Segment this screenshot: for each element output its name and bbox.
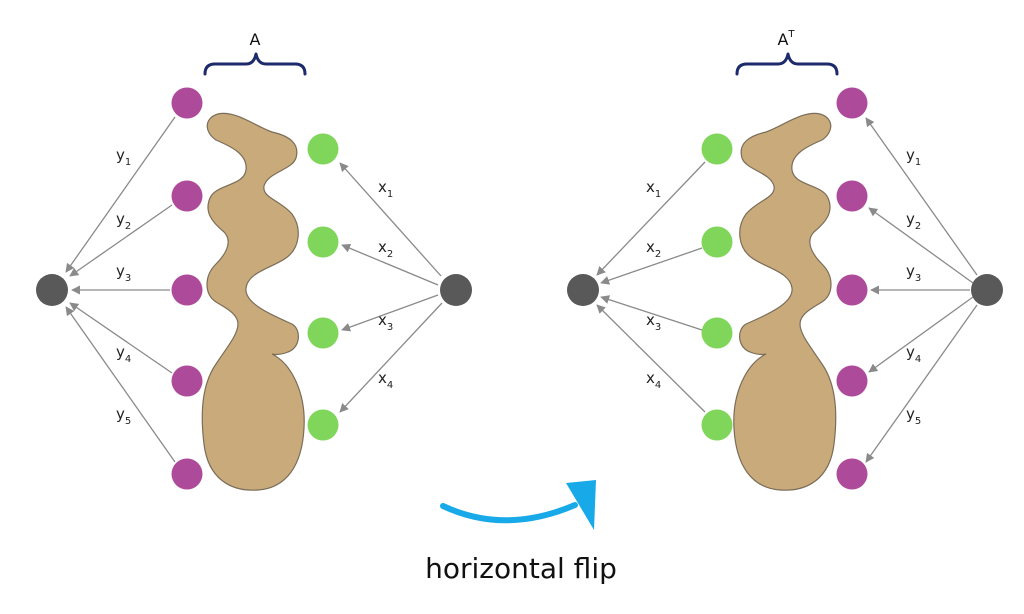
left-input-node-3 (307, 317, 339, 349)
left-input-node-2 (307, 226, 339, 258)
left-sink-node (36, 274, 68, 306)
flip-arrow-head (566, 480, 596, 530)
left-x-label-2: x2 (378, 238, 393, 260)
left-output-node-3 (171, 274, 203, 306)
left-x-label-1: x1 (378, 178, 393, 200)
right-source-node (971, 274, 1003, 306)
right-output-node-3 (836, 274, 868, 306)
right-bracket (735, 52, 839, 76)
right-input-node-4 (701, 409, 733, 441)
right-y-label-3: y3 (906, 262, 921, 284)
right-x-label-1: x1 (646, 178, 661, 200)
right-y-label-1: y1 (906, 146, 921, 168)
left-output-node-2 (171, 180, 203, 212)
right-matrix-blob (733, 112, 837, 491)
right-diagram: AT x1 (567, 29, 1003, 491)
right-x-label-3: x3 (646, 311, 661, 333)
right-x-label-2: x2 (646, 238, 661, 260)
right-y-label-5: y5 (906, 405, 921, 427)
left-y-label-1: y1 (116, 146, 131, 168)
caption: horizontal flip (425, 552, 617, 585)
right-sink-node (567, 274, 599, 306)
right-input-node-2 (701, 226, 733, 258)
left-matrix-label: A (250, 30, 261, 49)
left-bracket (203, 52, 307, 76)
right-x-label-4: x4 (646, 369, 661, 391)
right-matrix-label: AT (777, 29, 795, 49)
left-y-label-3: y3 (116, 262, 131, 284)
left-y-label-2: y2 (116, 210, 131, 232)
right-output-node-2 (836, 180, 868, 212)
left-x-label-4: x4 (378, 369, 393, 391)
right-y-label-4: y4 (906, 343, 921, 365)
right-input-node-1 (701, 133, 733, 165)
right-output-node-5 (836, 458, 868, 490)
left-x-label-3: x3 (378, 311, 393, 333)
right-output-node-1 (836, 87, 868, 119)
right-y-label-2: y2 (906, 210, 921, 232)
right-matrix-blob-wrap (733, 112, 837, 491)
left-y-label-4: y4 (116, 343, 131, 365)
flip-arrow (440, 480, 596, 530)
left-input-node-1 (307, 133, 339, 165)
left-diagram: A y1 y2 y3 (36, 30, 472, 491)
left-input-node-4 (307, 409, 339, 441)
left-output-node-1 (171, 87, 203, 119)
right-output-node-4 (836, 365, 868, 397)
left-output-node-5 (171, 458, 203, 490)
left-y-label-5: y5 (116, 405, 131, 427)
left-output-edges (65, 116, 176, 463)
flip-arrow-curve (440, 502, 578, 524)
right-input-edges (596, 161, 706, 413)
left-input-edges (339, 162, 443, 413)
left-source-node (440, 274, 472, 306)
right-input-node-3 (701, 317, 733, 349)
left-output-node-4 (171, 365, 203, 397)
right-output-edges (865, 117, 978, 463)
left-matrix-blob (201, 112, 305, 491)
